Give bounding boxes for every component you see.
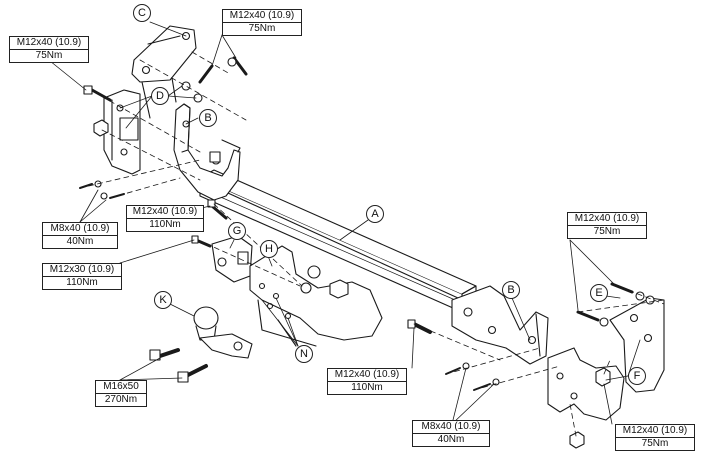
spec-mid-m12x40-110nm: M12x40 (10.9) 110Nm bbox=[126, 205, 204, 232]
bolt-torque: 75Nm bbox=[223, 22, 301, 35]
bolt-size: M12x40 (10.9) bbox=[622, 425, 688, 436]
left-mount-plate-d bbox=[103, 89, 141, 175]
bolt-size: M12x40 (10.9) bbox=[16, 37, 82, 48]
bolt-torque: 40Nm bbox=[43, 235, 117, 248]
crossbar-a bbox=[199, 169, 477, 313]
callout-a: A bbox=[366, 205, 384, 223]
bolt-size: M12x40 (10.9) bbox=[574, 213, 640, 224]
upper-plate-c bbox=[131, 25, 197, 119]
bolt-torque: 75Nm bbox=[616, 437, 694, 450]
leader-lines bbox=[49, 21, 641, 425]
spec-right-lower-m12x40-75nm: M12x40 (10.9) 75Nm bbox=[615, 424, 695, 451]
spec-top-m12x40-75nm: M12x40 (10.9) 75Nm bbox=[222, 9, 302, 36]
bolt-size: M8x40 (10.9) bbox=[50, 223, 110, 234]
bolt-torque: 110Nm bbox=[43, 276, 121, 289]
bolt-size: M12x30 (10.9) bbox=[49, 264, 115, 275]
bolt-torque: 75Nm bbox=[10, 49, 88, 62]
spec-right-upper-m12x40-75nm: M12x40 (10.9) 75Nm bbox=[567, 212, 647, 239]
spec-right-m12x40-110nm: M12x40 (10.9) 110Nm bbox=[327, 368, 407, 395]
bolt-torque: 110Nm bbox=[127, 218, 203, 231]
right-upper-plate-e bbox=[445, 282, 665, 449]
tow-ball-k bbox=[149, 306, 253, 383]
callout-h: H bbox=[260, 240, 278, 258]
callout-b-right: B bbox=[502, 281, 520, 299]
bolt-torque: 40Nm bbox=[413, 433, 489, 446]
bolt-size: M16x50 bbox=[103, 381, 139, 392]
spec-m12x30-110nm: M12x30 (10.9) 110Nm bbox=[42, 263, 122, 290]
callout-d: D bbox=[151, 87, 169, 105]
bolt-size: M12x40 (10.9) bbox=[229, 10, 295, 21]
spec-left-m12x40-75nm: M12x40 (10.9) 75Nm bbox=[9, 36, 89, 63]
bolt-torque: 75Nm bbox=[568, 225, 646, 238]
center-plate-h bbox=[249, 245, 383, 347]
bolt-torque: 270Nm bbox=[96, 393, 146, 406]
spec-m16x50-270nm: M16x50 270Nm bbox=[95, 380, 147, 407]
bolt-size: M12x40 (10.9) bbox=[334, 369, 400, 380]
right-mount-plate-f bbox=[547, 347, 625, 421]
assembly-guide-lines bbox=[79, 51, 665, 437]
bolt-size: M8x40 (10.9) bbox=[421, 421, 481, 432]
callout-b-left: B bbox=[199, 109, 217, 127]
bolt-torque: 110Nm bbox=[328, 381, 406, 394]
callout-f: F bbox=[628, 367, 646, 385]
callout-c: C bbox=[133, 4, 151, 22]
callout-g: G bbox=[228, 222, 246, 240]
callout-e: E bbox=[590, 284, 608, 302]
callout-n: N bbox=[295, 345, 313, 363]
left-side-bracket-b bbox=[173, 103, 241, 201]
spec-right-m8x40-40nm: M8x40 (10.9) 40Nm bbox=[412, 420, 490, 447]
right-side-bracket-b bbox=[407, 285, 549, 365]
bolt-size: M12x40 (10.9) bbox=[132, 206, 198, 217]
bracket-g bbox=[191, 235, 253, 283]
callout-k: K bbox=[154, 291, 172, 309]
spec-left-m8x40-40nm: M8x40 (10.9) 40Nm bbox=[42, 222, 118, 249]
